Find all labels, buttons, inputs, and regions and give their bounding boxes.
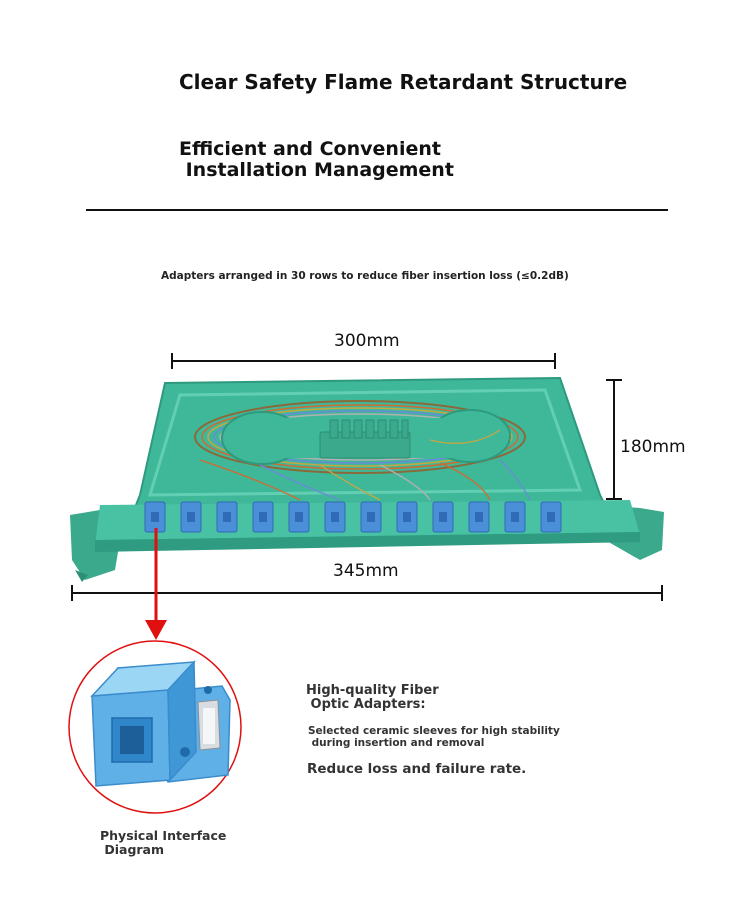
heading-line-2a: Efficient and Convenient [179, 138, 441, 160]
dimension-height: 180mm [620, 437, 686, 457]
feature-title-line-1: High-quality Fiber [306, 683, 439, 698]
dimension-line-bottom [71, 585, 663, 601]
feature-detail-line-1: Selected ceramic sleeves for high stabil… [308, 725, 560, 737]
splice-holder [319, 419, 411, 459]
dimension-width-bottom: 345mm [333, 561, 399, 581]
section-divider [86, 209, 668, 211]
feature-title-line-2: Optic Adapters: [306, 697, 426, 712]
dimension-line-right [606, 379, 622, 500]
diagram-caption-line-2: Diagram [100, 842, 165, 857]
heading-line-1: Clear Safety Flame Retardant Structure [179, 70, 628, 94]
callout-arrow [145, 528, 167, 640]
diagram-caption-line-1: Physical Interface [100, 828, 227, 843]
tray-body [70, 376, 664, 582]
feature-benefit: Reduce loss and failure rate. [307, 761, 527, 777]
feature-detail-line-2: during insertion and removal [308, 737, 485, 749]
adapter-rows-subtitle: Adapters arranged in 30 rows to reduce f… [161, 270, 569, 282]
sc-adapter-detail [90, 660, 231, 787]
dimension-width-top: 300mm [334, 331, 400, 351]
dimension-line-top [171, 353, 556, 369]
heading-line-2b: Installation Management [179, 159, 454, 181]
